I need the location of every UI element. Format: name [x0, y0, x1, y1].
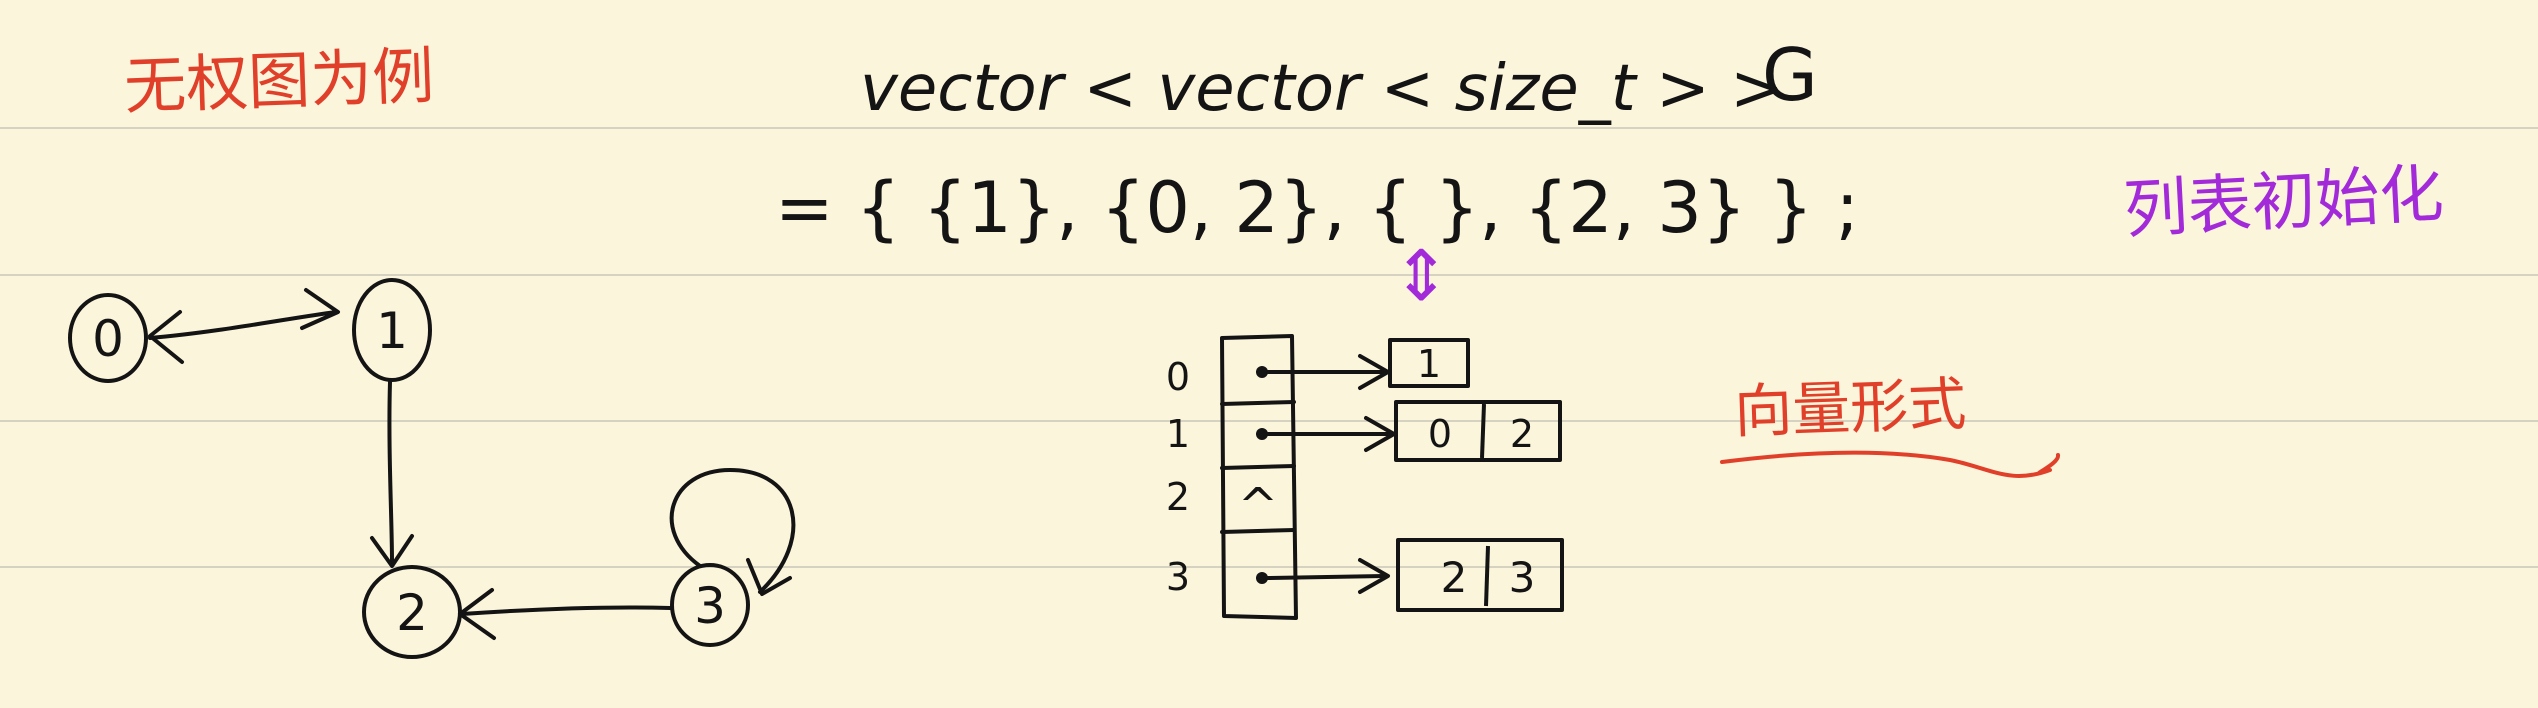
list-node-value: 3: [1509, 553, 1536, 602]
graph-node-0: 0: [68, 293, 148, 383]
graph-node-label: 2: [396, 584, 428, 642]
code-variable-name: G: [1762, 33, 1818, 117]
graph-node-3: 3: [670, 563, 750, 647]
list-node-value: 2: [1441, 553, 1468, 602]
list-node-value: 0: [1428, 412, 1452, 456]
edge-0-1-bidirectional: [148, 288, 340, 364]
directed-graph: 0 1 2 3: [68, 278, 796, 659]
edge-3-2: [458, 588, 672, 640]
graph-node-label: 0: [92, 310, 124, 368]
pointer-dot: [1256, 572, 1268, 584]
pointer-dot: [1256, 428, 1268, 440]
list-node-row-1: 0 2: [1394, 400, 1562, 462]
head-array: [1220, 334, 1298, 620]
pointer-arrows: [1266, 354, 1396, 594]
equivalence-arrow-icon: ⇕: [1392, 235, 1451, 317]
edge-1-2: [370, 380, 414, 568]
graph-node-1: 1: [352, 278, 432, 382]
code-initializer: = { {1}, {0, 2}, { }, {2, 3} } ;: [775, 167, 1859, 249]
list-init-purple-note: 列表初始化: [2122, 157, 2445, 248]
list-node-value: 2: [1510, 412, 1534, 456]
pointer-dot: [1256, 366, 1268, 378]
vector-form-underline: [1720, 450, 2060, 478]
graph-node-label: 1: [376, 302, 408, 360]
null-pointer-symbol: ^: [1238, 478, 1278, 534]
list-node-row-0: 1: [1388, 338, 1470, 388]
vector-form-red-note: 向量形式: [1733, 370, 1967, 446]
title-red-note: 无权图为例: [123, 39, 435, 123]
adjacency-index-label: 1: [1166, 412, 1190, 456]
code-type-declaration: vector < vector < size_t > >: [860, 52, 1784, 126]
adjacency-list-diagram: 0 1 2 3 ^ 1: [1166, 334, 1564, 620]
list-node-value: 1: [1417, 342, 1441, 386]
adjacency-index-label: 0: [1166, 355, 1190, 399]
list-node-row-3: 2 3: [1396, 538, 1564, 612]
graph-node-2: 2: [362, 565, 462, 659]
adjacency-index-label: 3: [1166, 555, 1190, 599]
edge-3-3-self-loop: [669, 468, 796, 596]
adjacency-index-label: 2: [1166, 475, 1190, 519]
graph-node-label: 3: [694, 577, 726, 635]
